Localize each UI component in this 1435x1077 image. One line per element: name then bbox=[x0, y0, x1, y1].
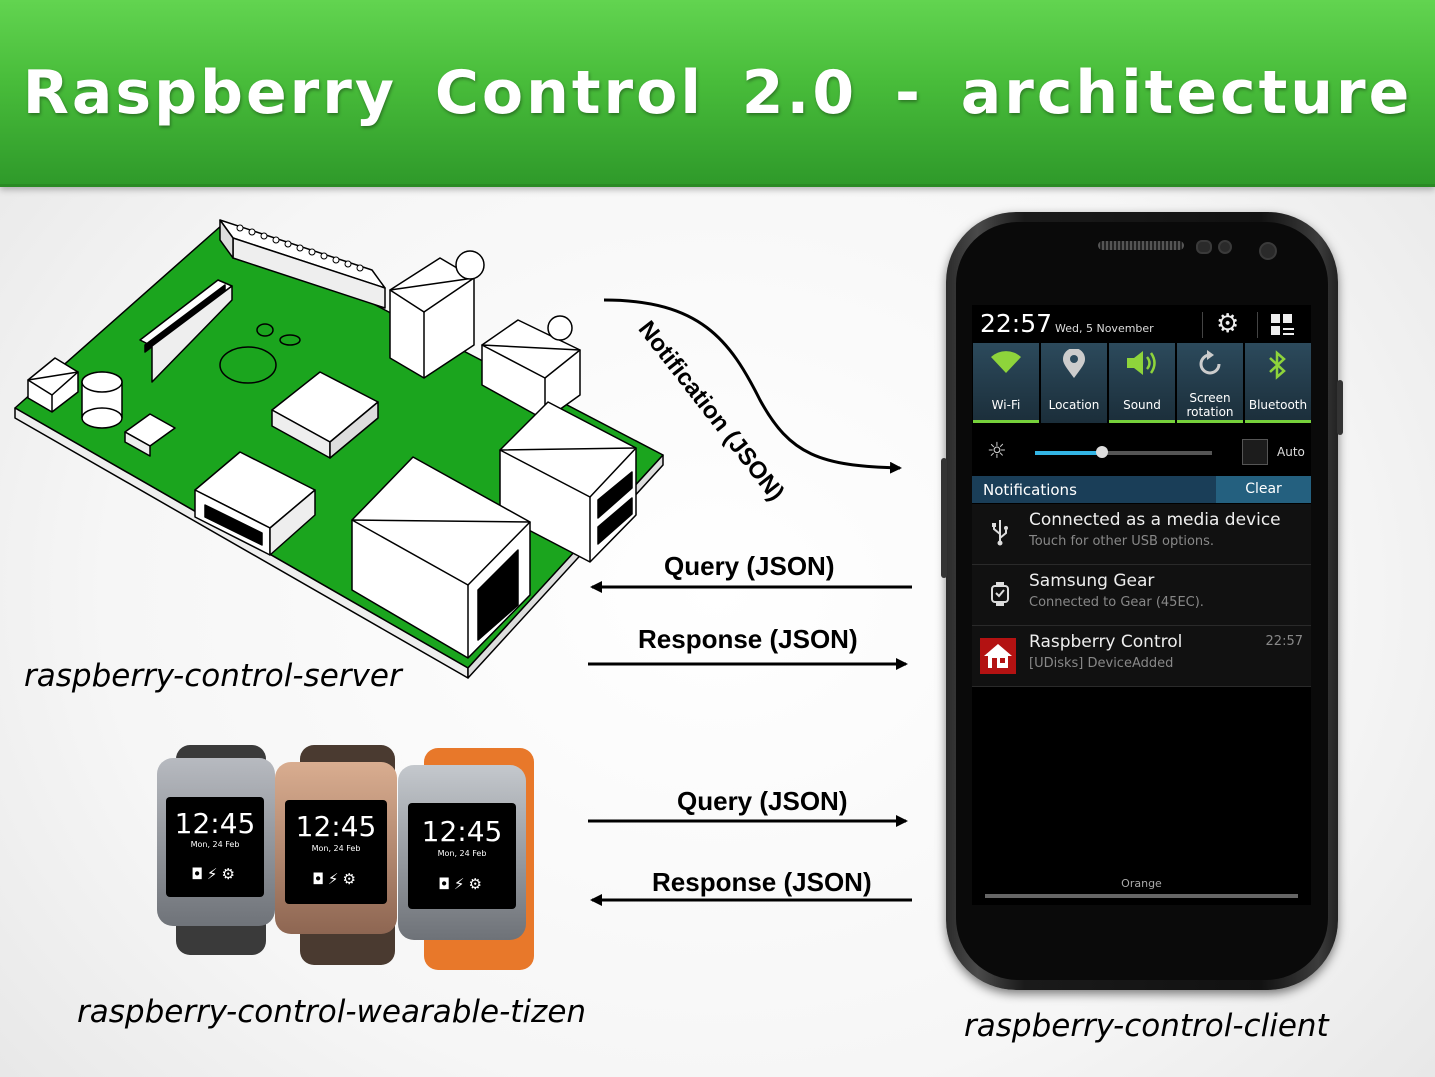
wearable-caption: raspberry-control-wearable-tizen bbox=[77, 994, 587, 1030]
watch-2-app-icons: ◘⚡⚙ bbox=[312, 870, 360, 888]
response-label-bottom: Response (JSON) bbox=[652, 867, 872, 897]
phone-sensor-2 bbox=[1218, 240, 1232, 254]
brightness-slider-fill bbox=[1035, 451, 1102, 455]
client-caption: raspberry-control-client bbox=[964, 1008, 1329, 1044]
brightness-icon: ☼ bbox=[987, 439, 1007, 464]
edit-grid-icon[interactable] bbox=[1271, 314, 1295, 338]
volume-button bbox=[941, 458, 947, 578]
watch-3-time: 12:45 bbox=[421, 815, 503, 848]
notification-arrow bbox=[603, 298, 902, 474]
quick-setting-bluetooth[interactable]: Bluetooth bbox=[1245, 343, 1311, 423]
title-banner bbox=[0, 0, 1435, 187]
usb-icon bbox=[986, 518, 1014, 552]
phone-sensor bbox=[1196, 240, 1212, 254]
power-button bbox=[1337, 380, 1343, 435]
query-label-top: Query (JSON) bbox=[664, 551, 835, 581]
quick-setting-sound[interactable]: Sound bbox=[1109, 343, 1175, 423]
clear-button[interactable]: Clear bbox=[1216, 476, 1311, 503]
notifications-title: Notifications bbox=[983, 481, 1077, 499]
auto-brightness-checkbox[interactable] bbox=[1242, 439, 1268, 465]
wifi-icon bbox=[973, 349, 1039, 382]
notification-usb[interactable]: Connected as a media device Touch for ot… bbox=[972, 504, 1311, 565]
quick-setting-location[interactable]: Location bbox=[1041, 343, 1107, 423]
watch-1-time: 12:45 bbox=[174, 807, 256, 840]
notification-drag-handle[interactable] bbox=[985, 894, 1298, 898]
response-label-top: Response (JSON) bbox=[638, 624, 858, 654]
sound-icon bbox=[1109, 349, 1175, 384]
front-camera bbox=[1259, 242, 1277, 260]
watch-1-app-icons: ◘⚡⚙ bbox=[191, 865, 239, 883]
location-icon bbox=[1041, 348, 1107, 386]
server-caption: raspberry-control-server bbox=[24, 658, 402, 694]
home-icon bbox=[980, 638, 1016, 674]
watch-icon bbox=[986, 581, 1014, 613]
watch-2-time: 12:45 bbox=[295, 810, 377, 843]
status-time: 22:57 bbox=[980, 309, 1053, 338]
brightness-slider-knob[interactable] bbox=[1096, 446, 1108, 458]
query-label-bottom: Query (JSON) bbox=[677, 786, 848, 816]
settings-icon[interactable]: ⚙ bbox=[1216, 309, 1240, 339]
watch-2-date: Mon, 24 Feb bbox=[311, 844, 361, 853]
brightness-slider[interactable] bbox=[1035, 451, 1212, 455]
quick-setting-rotation[interactable]: Screen rotation bbox=[1177, 343, 1243, 423]
watch-3-date: Mon, 24 Feb bbox=[437, 849, 487, 858]
notification-raspberry-control[interactable]: Raspberry Control [UDisks] DeviceAdded 2… bbox=[972, 626, 1311, 687]
bluetooth-icon bbox=[1245, 349, 1311, 388]
page-title: Raspberry Control 2.0 - architecture bbox=[22, 58, 1413, 128]
quick-setting-wifi[interactable]: Wi-Fi bbox=[973, 343, 1039, 423]
rotation-icon bbox=[1177, 349, 1243, 386]
phone-screen: 22:57 Wed, 5 November ⚙ Wi-Fi Location S… bbox=[972, 305, 1311, 905]
operator-label: Orange bbox=[1121, 877, 1162, 890]
auto-brightness-label: Auto bbox=[1277, 445, 1305, 459]
watch-3-app-icons: ◘⚡⚙ bbox=[438, 875, 486, 893]
notification-samsung-gear[interactable]: Samsung Gear Connected to Gear (45EC). bbox=[972, 565, 1311, 626]
phone-speaker bbox=[1098, 241, 1184, 250]
status-date: Wed, 5 November bbox=[1055, 322, 1154, 335]
watch-1-date: Mon, 24 Feb bbox=[190, 840, 240, 849]
